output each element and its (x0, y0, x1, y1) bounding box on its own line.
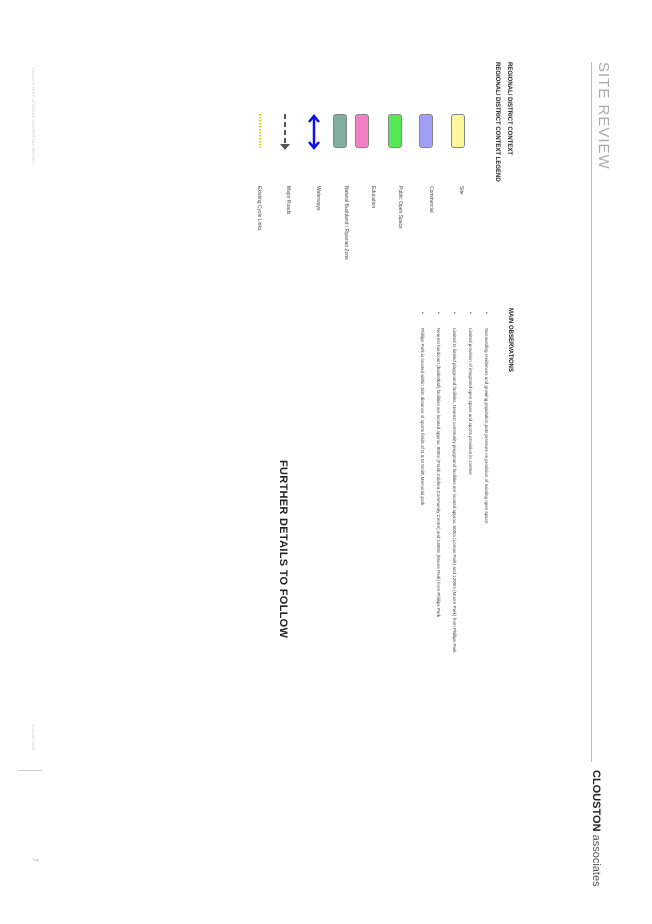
major-roads-arrow-icon (280, 114, 290, 150)
observation-5: Phillips Park is located within 1km dist… (420, 328, 425, 506)
bullet-4: • (435, 312, 441, 314)
legend-swatch-commercial (419, 114, 433, 148)
legend-label-cycle-links: Existing Cycle Links (256, 186, 262, 231)
legend-label-major-roads: Major Roads (285, 186, 291, 215)
bullet-2: • (467, 312, 473, 314)
observations-heading: MAIN OBSERVATIONS (507, 308, 513, 373)
observation-1: Surrounding residences and growing popul… (484, 328, 489, 524)
observation-2: Limited provision of integrated open spa… (468, 328, 473, 475)
waterways-arrow-icon (308, 114, 320, 150)
legend-label-public-open-space: Public Open Space (397, 186, 403, 229)
cycle-links-line-icon (259, 114, 261, 148)
brand-logo: CLOUSTON associates (590, 770, 602, 887)
legend-swatch-site (451, 114, 465, 148)
legend-swatch-public-open-space (388, 114, 402, 148)
header-divider (591, 62, 592, 762)
observation-3: Limited to limited playground facilities… (452, 328, 457, 653)
legend-label-education: Education (370, 186, 376, 209)
legend-heading: REGIONAL/ DISTRICT CONTEXT LEGEND (494, 62, 500, 182)
legend-swatch-education (355, 114, 369, 148)
context-heading: REGIONAL/ DISTRICT CONTEXT (506, 62, 512, 155)
page-number: 7 (31, 858, 38, 862)
footer-divider (18, 770, 42, 771)
brand-suffix: associates (590, 834, 602, 887)
legend-label-commercial: Commercial (428, 186, 434, 213)
legend-swatch-bushland (333, 114, 347, 148)
legend-label-bushland: Natural Bushland / Riparian Zone (343, 186, 349, 260)
brand-name: CLOUSTON (590, 770, 602, 832)
further-details-notice: FURTHER DETAILS TO FOLLOW (277, 460, 289, 639)
bullet-5: • (419, 312, 425, 314)
bullet-3: • (451, 312, 457, 314)
legend-label-waterways: Waterways (315, 186, 321, 211)
footer-left-text: PHILLIPS PARK UPGRADE MASTERPLAN REPORT (31, 68, 36, 165)
bullet-1: • (483, 312, 489, 314)
footer-date: AUGUST 2011 (31, 724, 36, 751)
page-title: SITE REVIEW (595, 62, 612, 170)
legend-label-site: Site (458, 186, 464, 195)
observation-4: Nearest hardcourt (basketball) facilitie… (436, 328, 441, 618)
